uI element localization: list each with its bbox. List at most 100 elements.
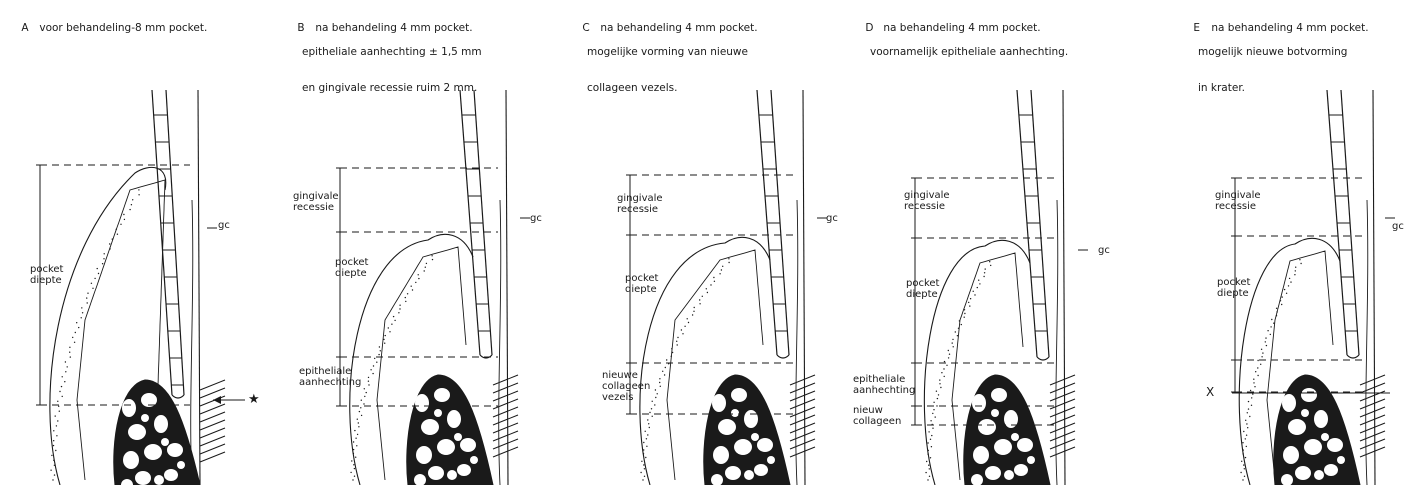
stipple-dot: [940, 387, 941, 388]
collagen-fibre-hatch: [790, 399, 815, 409]
stipple-dot: [361, 400, 362, 401]
bone-pore: [460, 438, 476, 452]
stipple-dot: [1254, 386, 1255, 387]
stipple-dot: [411, 286, 412, 287]
stipple-dot: [91, 283, 92, 284]
stipple-dot: [728, 258, 729, 259]
tooth-root-line: [1063, 90, 1065, 485]
bone-pore: [1314, 410, 1328, 428]
label-b-epitheliale-aanhechting: epitheliale aanhechting: [299, 366, 361, 388]
bone-pore: [1321, 433, 1329, 441]
stipple-dot: [1247, 427, 1248, 428]
stipple-dot: [651, 408, 652, 409]
stipple-dot: [1276, 308, 1277, 309]
caption-c-line-1: na behandeling 4 mm pocket.: [600, 22, 757, 34]
stipple-dot: [364, 388, 365, 389]
stipple-dot: [1253, 382, 1254, 383]
bone-pore: [1324, 464, 1338, 476]
collagen-fibre-hatch: [200, 436, 225, 446]
bone-pore: [1304, 439, 1322, 455]
stipple-dot: [53, 430, 54, 431]
stipple-dot: [1250, 390, 1251, 391]
stipple-dot: [941, 372, 942, 373]
stipple-dot: [973, 291, 974, 292]
stipple-dot: [647, 434, 648, 435]
stipple-dot: [1245, 438, 1246, 439]
label-b-pocket-diepte: pocket diepte: [335, 257, 368, 279]
caption-d-line-2: voornamelijk epitheliale aanhechting.: [852, 46, 1068, 58]
collagen-fibre-hatch: [1360, 383, 1385, 393]
bone-pore: [1027, 456, 1035, 464]
stipple-dot: [933, 402, 934, 403]
collagen-fibre-hatch: [493, 415, 518, 425]
stipple-dot: [372, 373, 373, 374]
stipple-dot: [721, 269, 722, 270]
stipple-dot: [1243, 449, 1244, 450]
stipple-dot: [353, 464, 354, 465]
stipple-dot: [50, 470, 51, 471]
collagen-fibre-hatch: [1360, 439, 1385, 449]
stipple-dot: [952, 342, 953, 343]
stipple-dot: [364, 396, 365, 397]
collagen-fibre-hatch: [200, 412, 225, 422]
stipple-dot: [646, 438, 647, 439]
stipple-dot: [355, 457, 356, 458]
collagen-fibre-hatch: [1050, 439, 1075, 449]
stipple-dot: [647, 419, 648, 420]
tooth-root-line: [803, 90, 805, 485]
label-a-pocket-diepte: pocket diepte: [30, 264, 63, 286]
stipple-dot: [928, 465, 929, 466]
stipple-dot: [53, 440, 54, 441]
stipple-dot: [103, 258, 104, 259]
stipple-dot: [51, 455, 52, 456]
stipple-dot: [943, 368, 944, 369]
bone-pore: [1283, 446, 1299, 464]
stipple-dot: [925, 472, 926, 473]
bone-pore: [470, 456, 478, 464]
stipple-dot: [665, 367, 666, 368]
stipple-dot: [56, 435, 57, 436]
stipple-dot: [1260, 364, 1261, 365]
collagen-fibre-hatch: [200, 420, 225, 430]
stipple-dot: [657, 393, 658, 394]
collagen-fibre-hatch: [200, 380, 225, 390]
bone-pore: [167, 443, 183, 457]
stipple-dot: [350, 472, 351, 473]
label-d-epitheliale-aanhechting: epitheliale aanhechting: [853, 374, 915, 396]
label-e-pocket-diepte: pocket diepte: [1217, 277, 1250, 299]
stipple-dot: [380, 350, 381, 351]
stipple-dot: [399, 305, 400, 306]
stipple-dot: [52, 479, 53, 480]
stipple-dot: [1257, 375, 1258, 376]
stipple-dot: [722, 266, 723, 267]
tooth-root-line: [506, 90, 508, 485]
stipple-dot: [1257, 360, 1258, 361]
stipple-dot: [927, 479, 928, 480]
stipple-dot: [974, 294, 975, 295]
stipple-dot: [354, 476, 355, 477]
stipple-dot: [929, 476, 930, 477]
stipple-dot: [662, 371, 663, 372]
stipple-dot: [412, 289, 413, 290]
stipple-dot: [55, 415, 56, 416]
stipple-dot: [354, 468, 355, 469]
caption-d-line-1: na behandeling 4 mm pocket.: [883, 22, 1040, 34]
stipple-dot: [927, 442, 928, 443]
stipple-dot: [970, 298, 971, 299]
stipple-dot: [65, 371, 66, 372]
stipple-dot: [931, 446, 932, 447]
stipple-dot: [641, 461, 642, 462]
stipple-dot: [677, 344, 678, 345]
stipple-dot: [389, 331, 390, 332]
tooth-surface-line: [499, 200, 501, 485]
stipple-dot: [1255, 371, 1256, 372]
stipple-dot: [59, 411, 60, 412]
stipple-dot: [1253, 379, 1254, 380]
stipple-dot: [70, 356, 71, 357]
caption-a-line-1: voor behandeling-8 mm pocket.: [39, 22, 207, 34]
bone-pore: [744, 410, 758, 428]
stipple-dot: [359, 411, 360, 412]
stipple-dot: [431, 255, 432, 256]
stipple-dot: [694, 307, 695, 308]
